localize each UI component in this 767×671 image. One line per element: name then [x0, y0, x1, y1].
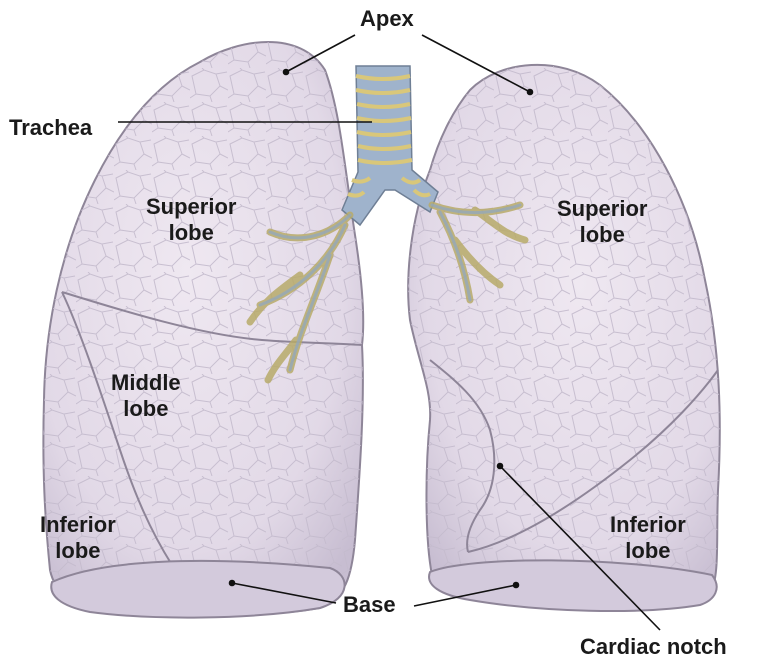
- superior-lobe-right-label: Superior lobe: [146, 194, 236, 246]
- superior-lobe-left-label: Superior lobe: [557, 196, 647, 248]
- base-label: Base: [343, 592, 396, 618]
- trachea-label: Trachea: [9, 115, 92, 141]
- inferior-lobe-left-label: Inferior lobe: [610, 512, 686, 564]
- cardiac-notch-label: Cardiac notch: [580, 634, 727, 660]
- apex-label: Apex: [360, 6, 414, 32]
- left-base-surface: [429, 560, 717, 611]
- inferior-lobe-right-label: Inferior lobe: [40, 512, 116, 564]
- right-base-surface: [51, 561, 344, 618]
- middle-lobe-label: Middle lobe: [111, 370, 181, 422]
